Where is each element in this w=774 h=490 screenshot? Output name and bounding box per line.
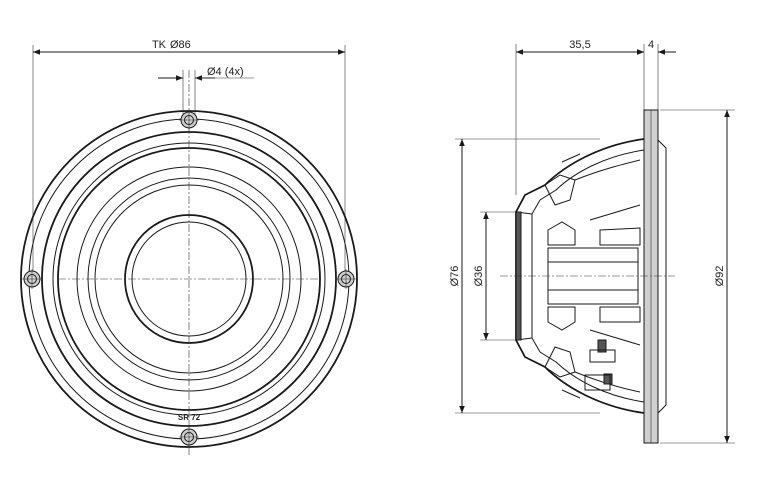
basket-details: [544, 153, 641, 399]
tk-label: TK: [152, 39, 167, 51]
d92-dimension: Ø92: [660, 109, 735, 444]
d76-dimension-label: Ø76: [449, 266, 461, 287]
hole-dimension: Ø4 (4x): [158, 66, 254, 115]
front-view: TK Ø86 Ø4 (4x): [20, 39, 358, 455]
mounting-hole-right: [336, 269, 356, 289]
mounting-hole-bottom: [179, 427, 199, 447]
flange-dimension-label: 4: [648, 39, 654, 51]
gasket-lip: [657, 139, 667, 414]
mounting-hole-top: [179, 110, 199, 130]
d36-dimension-label: Ø36: [473, 266, 485, 287]
hole-dimension-label: Ø4 (4x): [207, 66, 244, 78]
tk-dimension-label: Ø86: [170, 39, 191, 51]
d36-dimension: Ø36: [473, 211, 515, 341]
model-label: SR 72: [178, 413, 201, 422]
d92-dimension-label: Ø92: [714, 266, 726, 287]
depth-dimension-label: 35,5: [569, 39, 590, 51]
mounting-hole-left: [22, 269, 42, 289]
tk-dimension: TK Ø86: [32, 39, 346, 272]
side-view: 35,5 4 Ø76 Ø36 Ø92: [449, 39, 735, 444]
depth-dimension: 35,5 4: [515, 39, 676, 195]
d76-dimension: Ø76: [449, 138, 600, 414]
